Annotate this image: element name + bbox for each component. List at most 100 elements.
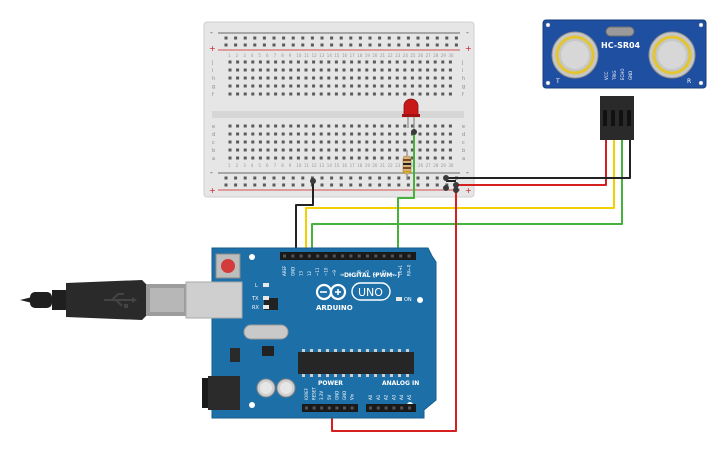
breadboard-hole[interactable] xyxy=(418,92,422,96)
breadboard-hole[interactable] xyxy=(281,92,285,96)
breadboard-hole[interactable] xyxy=(388,132,392,136)
rail-hole[interactable] xyxy=(234,43,238,47)
breadboard-hole[interactable] xyxy=(372,132,376,136)
breadboard-hole[interactable] xyxy=(395,124,399,128)
header-pin[interactable] xyxy=(291,254,295,258)
breadboard-hole[interactable] xyxy=(319,148,323,152)
breadboard-hole[interactable] xyxy=(433,132,437,136)
breadboard-hole[interactable] xyxy=(243,132,247,136)
breadboard-hole[interactable] xyxy=(418,84,422,88)
breadboard-hole[interactable] xyxy=(327,148,331,152)
breadboard-hole[interactable] xyxy=(266,76,270,80)
rail-hole[interactable] xyxy=(368,36,372,40)
breadboard-hole[interactable] xyxy=(251,68,255,72)
breadboard-hole[interactable] xyxy=(266,132,270,136)
rail-hole[interactable] xyxy=(272,36,276,40)
rail-hole[interactable] xyxy=(330,176,334,180)
breadboard-hole[interactable] xyxy=(342,68,346,72)
breadboard-hole[interactable] xyxy=(448,156,452,160)
rail-hole[interactable] xyxy=(282,36,286,40)
breadboard-hole[interactable] xyxy=(258,76,262,80)
rail-hole[interactable] xyxy=(310,176,314,180)
header-pin[interactable] xyxy=(316,254,320,258)
breadboard-hole[interactable] xyxy=(372,76,376,80)
breadboard-hole[interactable] xyxy=(403,68,407,72)
breadboard-hole[interactable] xyxy=(236,68,240,72)
rail-hole[interactable] xyxy=(416,43,420,47)
breadboard-hole[interactable] xyxy=(266,140,270,144)
breadboard-hole[interactable] xyxy=(312,60,316,64)
rail-hole[interactable] xyxy=(224,36,228,40)
rail-hole[interactable] xyxy=(272,176,276,180)
breadboard-hole[interactable] xyxy=(251,124,255,128)
rail-hole[interactable] xyxy=(406,183,410,187)
breadboard-hole[interactable] xyxy=(258,92,262,96)
breadboard-hole[interactable] xyxy=(236,76,240,80)
rail-hole[interactable] xyxy=(339,176,343,180)
breadboard-hole[interactable] xyxy=(418,156,422,160)
rail-hole[interactable] xyxy=(397,36,401,40)
breadboard-hole[interactable] xyxy=(350,60,354,64)
breadboard-hole[interactable] xyxy=(380,60,384,64)
breadboard-hole[interactable] xyxy=(365,76,369,80)
header-pin[interactable] xyxy=(376,406,380,410)
rail-hole[interactable] xyxy=(349,43,353,47)
breadboard-hole[interactable] xyxy=(433,60,437,64)
breadboard-hole[interactable] xyxy=(319,68,323,72)
breadboard-hole[interactable] xyxy=(357,84,361,88)
breadboard-hole[interactable] xyxy=(365,68,369,72)
breadboard-hole[interactable] xyxy=(228,92,232,96)
header-pin[interactable] xyxy=(307,254,311,258)
breadboard-hole[interactable] xyxy=(266,124,270,128)
breadboard-hole[interactable] xyxy=(441,132,445,136)
breadboard-hole[interactable] xyxy=(327,68,331,72)
header-pin[interactable] xyxy=(299,254,303,258)
rail-hole[interactable] xyxy=(291,176,295,180)
breadboard-hole[interactable] xyxy=(304,60,308,64)
rail-hole[interactable] xyxy=(291,36,295,40)
breadboard-hole[interactable] xyxy=(342,92,346,96)
breadboard-hole[interactable] xyxy=(296,68,300,72)
breadboard-hole[interactable] xyxy=(296,124,300,128)
rail-hole[interactable] xyxy=(224,183,228,187)
rail-hole[interactable] xyxy=(397,43,401,47)
breadboard-hole[interactable] xyxy=(350,140,354,144)
breadboard-hole[interactable] xyxy=(403,76,407,80)
breadboard-hole[interactable] xyxy=(236,148,240,152)
breadboard-hole[interactable] xyxy=(251,76,255,80)
header-pin[interactable] xyxy=(408,406,411,410)
rail-hole[interactable] xyxy=(435,183,439,187)
breadboard-hole[interactable] xyxy=(350,84,354,88)
breadboard-hole[interactable] xyxy=(395,156,399,160)
rail-hole[interactable] xyxy=(320,43,324,47)
breadboard-hole[interactable] xyxy=(281,156,285,160)
breadboard-hole[interactable] xyxy=(388,84,392,88)
rail-hole[interactable] xyxy=(291,43,295,47)
breadboard-hole[interactable] xyxy=(357,140,361,144)
breadboard-hole[interactable] xyxy=(327,84,331,88)
rail-hole[interactable] xyxy=(358,36,362,40)
breadboard-hole[interactable] xyxy=(304,92,308,96)
rail-hole[interactable] xyxy=(253,183,257,187)
rail-hole[interactable] xyxy=(262,36,266,40)
breadboard-hole[interactable] xyxy=(281,76,285,80)
breadboard-hole[interactable] xyxy=(372,60,376,64)
rail-hole[interactable] xyxy=(387,176,391,180)
breadboard-hole[interactable] xyxy=(289,156,293,160)
breadboard-hole[interactable] xyxy=(372,84,376,88)
rail-hole[interactable] xyxy=(358,176,362,180)
breadboard-hole[interactable] xyxy=(289,76,293,80)
breadboard-hole[interactable] xyxy=(441,60,445,64)
breadboard-hole[interactable] xyxy=(304,84,308,88)
breadboard-hole[interactable] xyxy=(251,92,255,96)
breadboard-hole[interactable] xyxy=(433,68,437,72)
breadboard-hole[interactable] xyxy=(350,76,354,80)
breadboard-hole[interactable] xyxy=(228,68,232,72)
breadboard-hole[interactable] xyxy=(350,148,354,152)
rail-hole[interactable] xyxy=(358,43,362,47)
breadboard-hole[interactable] xyxy=(418,140,422,144)
breadboard-hole[interactable] xyxy=(426,60,430,64)
arduino-uno[interactable]: L TX RX ON ARDUINO UNO xyxy=(185,247,437,419)
header-pin[interactable] xyxy=(399,254,403,258)
